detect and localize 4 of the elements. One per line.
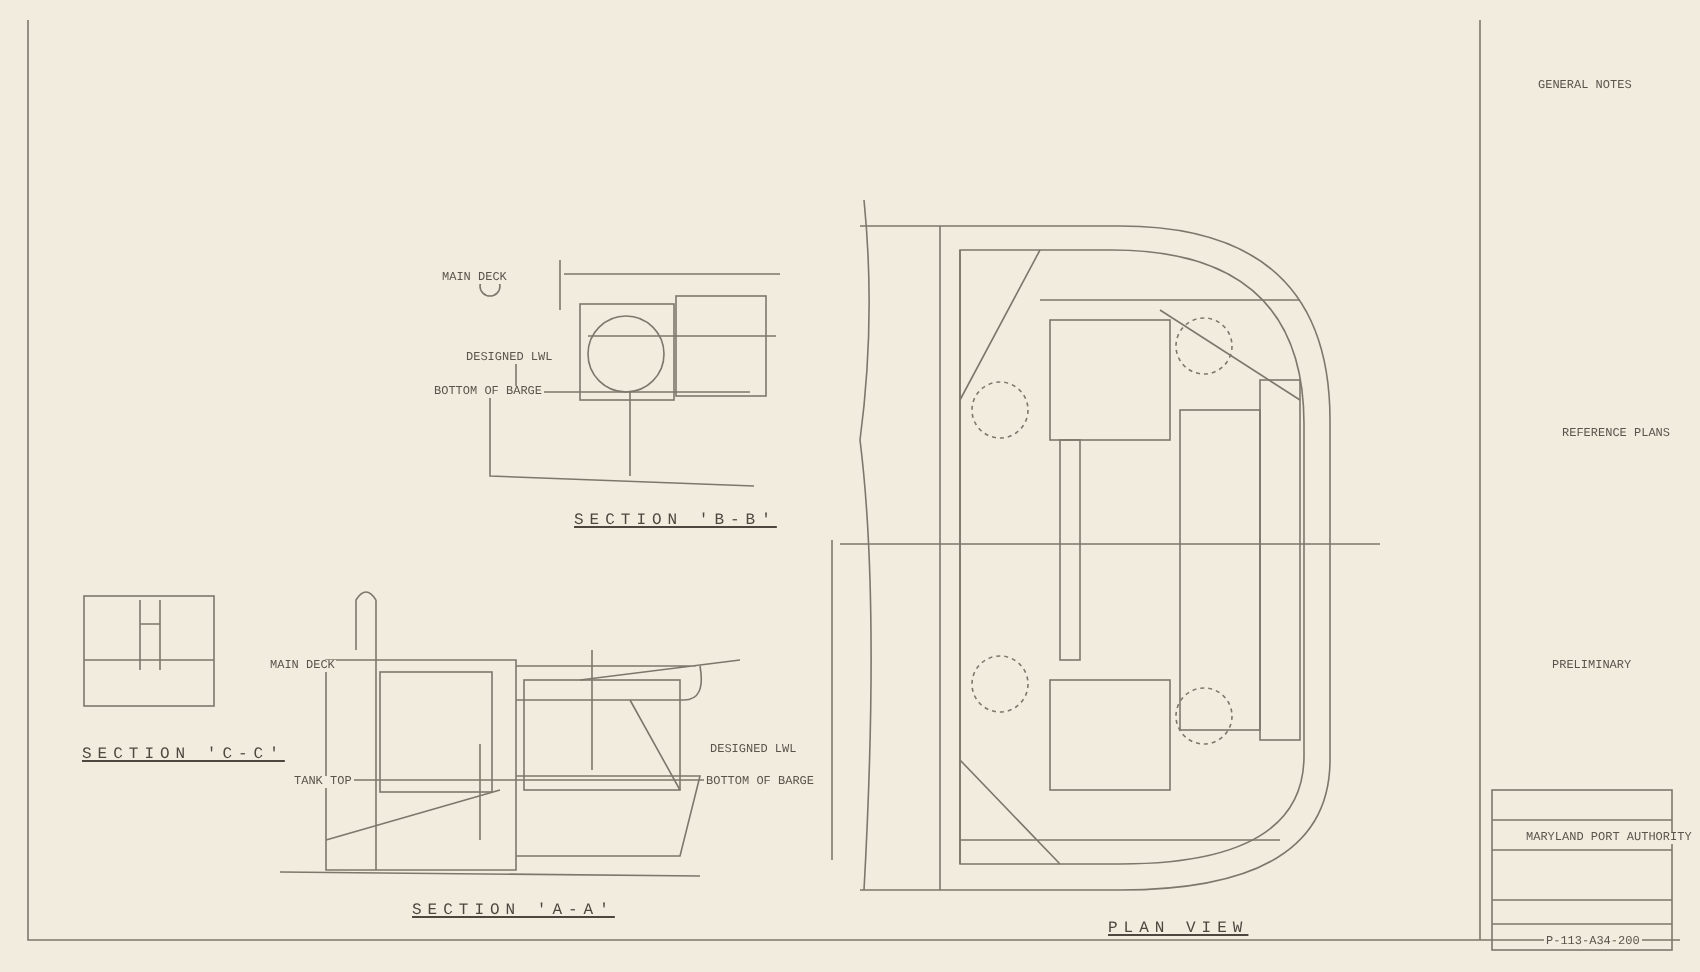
section-title: SECTION 'C-C'	[80, 748, 287, 764]
section-title: PLAN VIEW	[1106, 922, 1251, 938]
section-title: SECTION 'B-B'	[572, 514, 779, 530]
section-title: SECTION 'A-A'	[410, 904, 617, 920]
